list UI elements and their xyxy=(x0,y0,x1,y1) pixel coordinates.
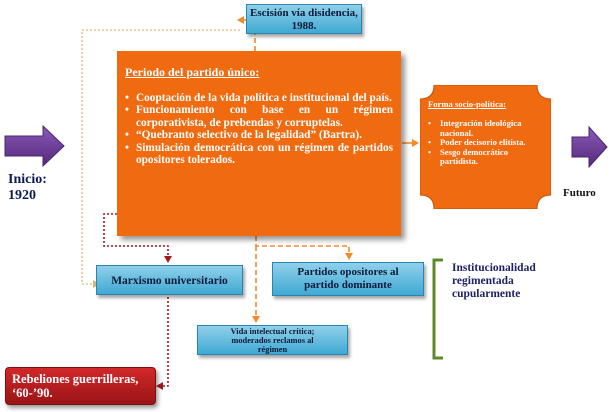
arrowhead-forma-icon xyxy=(412,139,419,147)
rebeliones-box: Rebeliones guerrilleras, ‘60-’90. xyxy=(5,367,156,405)
connector-to-rebeliones xyxy=(160,297,169,387)
rebeliones-line1: Rebeliones guerrilleras, xyxy=(12,372,139,386)
institucionalidad-line2: regimentada xyxy=(452,275,514,287)
connector-escision-to-marxismo xyxy=(81,29,240,285)
partidos-line1: Partidos opositores al xyxy=(297,266,399,278)
escision-box: Escisión vía disidencia, 1988. xyxy=(246,4,362,34)
arrowhead-escision-icon xyxy=(237,16,244,24)
partidos-box: Partidos opositores al partido dominante xyxy=(272,262,424,296)
bracket xyxy=(432,258,443,360)
forma-item: Sesgo democrático partidista. xyxy=(428,147,546,167)
escision-line1: Escisión vía disidencia, xyxy=(250,7,358,19)
vida-line1: Vida intelectual crítica; xyxy=(230,327,315,336)
institucionalidad-label: Institucionalidad regimentada cupularmen… xyxy=(452,262,536,301)
futuro-label: Futuro xyxy=(563,187,596,199)
partido-unico-list: Cooptación de la vida política e institu… xyxy=(125,92,393,166)
partido-unico-box: Periodo del partido único: Cooptación de… xyxy=(117,51,401,236)
forma-list: Integración ideológica nacional. Poder d… xyxy=(428,118,546,167)
forma-content: Forma socio-política: Integración ideoló… xyxy=(428,99,546,167)
marxismo-box: Marxismo universitario xyxy=(96,265,243,295)
connector-to-marxismo xyxy=(103,213,169,258)
forma-item: Integración ideológica nacional. xyxy=(428,118,546,138)
partido-unico-item: “Quebranto selectivo de la legalidad” (B… xyxy=(125,129,393,142)
forma-title: Forma socio-política: xyxy=(428,99,507,109)
partido-unico-title: Periodo del partido único: xyxy=(125,65,260,79)
inicio-text: Inicio: xyxy=(8,172,47,187)
connector-to-escision xyxy=(241,19,256,51)
forma-item: Poder decisorio elitista. xyxy=(428,138,546,148)
arrowhead-marxismo-icon xyxy=(164,256,172,263)
vida-box: Vida intelectual crítica; moderados recl… xyxy=(197,325,348,355)
forma-box: Forma socio-política: Integración ideoló… xyxy=(420,85,551,209)
futuro-arrow-icon xyxy=(571,125,608,169)
inicio-label: Inicio: 1920 xyxy=(8,172,47,204)
institucionalidad-line1: Institucionalidad xyxy=(452,262,536,274)
arrowhead-vida-icon xyxy=(252,316,260,323)
escision-line2: 1988. xyxy=(291,19,317,32)
arrowhead-rebeliones-icon xyxy=(156,382,163,390)
marxismo-text: Marxismo universitario xyxy=(111,275,228,287)
arrowhead-partidos-icon xyxy=(345,253,353,260)
vida-line2: moderados reclamos al xyxy=(231,336,314,346)
institucionalidad-line3: cupularmente xyxy=(452,288,521,300)
rebeliones-line2: ‘60-’90. xyxy=(12,386,53,400)
partido-unico-item: Funcionamiento con base en un régimen co… xyxy=(125,104,393,129)
partido-unico-item: Simulación democrática con un régimen de… xyxy=(125,142,393,167)
connector-to-partidos xyxy=(255,236,350,255)
partido-unico-item: Cooptación de la vida política e institu… xyxy=(125,92,393,105)
inicio-arrow-icon xyxy=(4,124,65,168)
partidos-line2: partido dominante xyxy=(304,279,392,291)
inicio-year: 1920 xyxy=(8,188,36,203)
vida-line3: régimen xyxy=(257,345,288,355)
